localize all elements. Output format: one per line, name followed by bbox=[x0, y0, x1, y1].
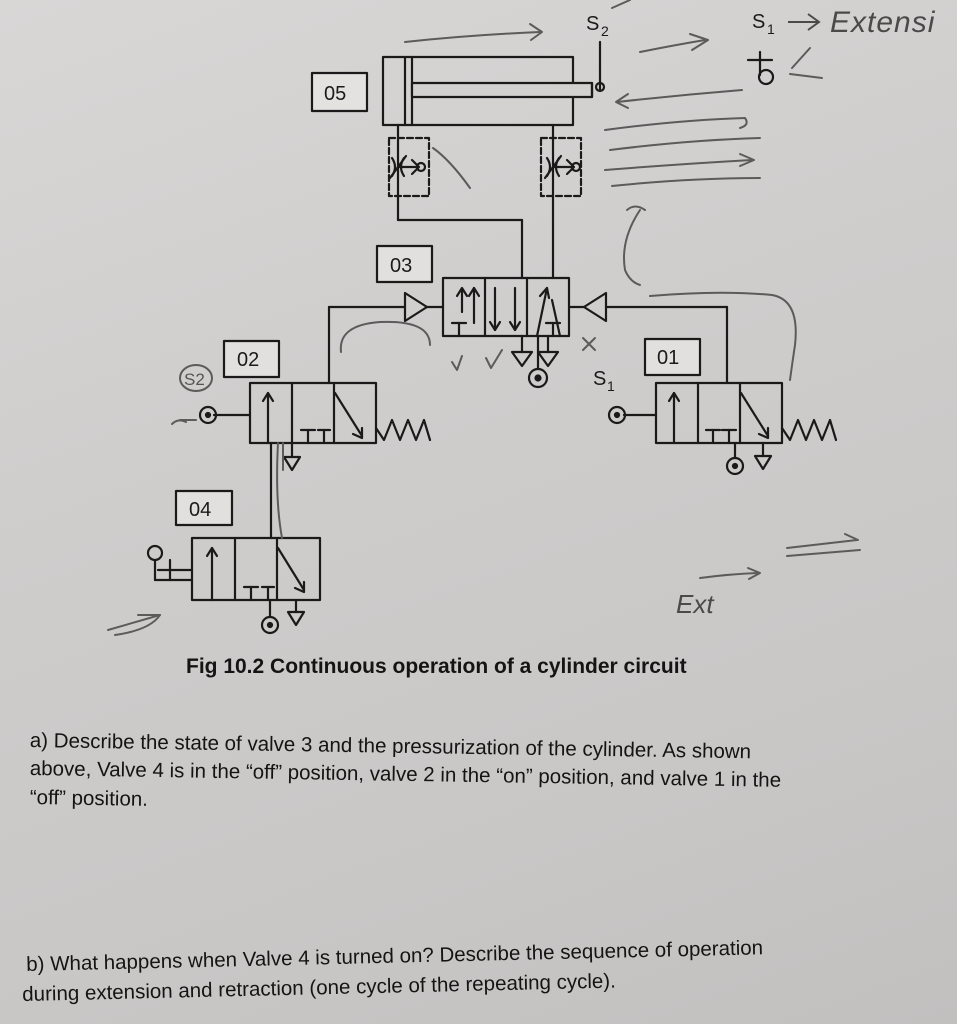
label-box-03 bbox=[375, 244, 434, 284]
valve-04 bbox=[146, 536, 322, 635]
flow-control-left bbox=[387, 123, 524, 280]
annotation-ext: Ext bbox=[676, 589, 715, 619]
valve-02 bbox=[198, 381, 432, 540]
valve-03 bbox=[403, 276, 608, 389]
sensor-label-s1-mid: S bbox=[593, 368, 606, 390]
sensor-label-s1-top: S bbox=[752, 11, 765, 33]
label-02: 02 bbox=[237, 349, 259, 371]
sensor-label-s1-top-sub: 1 bbox=[767, 21, 775, 37]
cylinder-05 bbox=[381, 55, 606, 127]
sensor-s1-roller bbox=[746, 50, 775, 86]
annotation-s2-circled: S2 bbox=[184, 370, 205, 389]
label-box-01 bbox=[643, 337, 702, 377]
valve-01 bbox=[607, 381, 838, 476]
flow-control-right bbox=[539, 123, 583, 280]
label-01: 01 bbox=[657, 347, 679, 369]
label-03: 03 bbox=[390, 255, 412, 277]
label-05: 05 bbox=[324, 83, 346, 105]
label-box-02 bbox=[222, 339, 281, 379]
label-04: 04 bbox=[189, 499, 211, 521]
sensor-label-s2-top: S bbox=[586, 13, 599, 35]
pencil-annotations bbox=[107, 0, 861, 636]
question-a-line-3: “off” position. bbox=[29, 786, 149, 811]
sensor-label-s2-top-sub: 2 bbox=[601, 23, 609, 39]
label-box-04 bbox=[174, 489, 234, 527]
annotation-extension: Extensi bbox=[830, 6, 936, 39]
figure-caption: Fig 10.2 Continuous operation of a cylin… bbox=[186, 655, 687, 678]
sensor-label-s1-mid-sub: 1 bbox=[607, 378, 615, 394]
label-box-05 bbox=[310, 71, 369, 113]
